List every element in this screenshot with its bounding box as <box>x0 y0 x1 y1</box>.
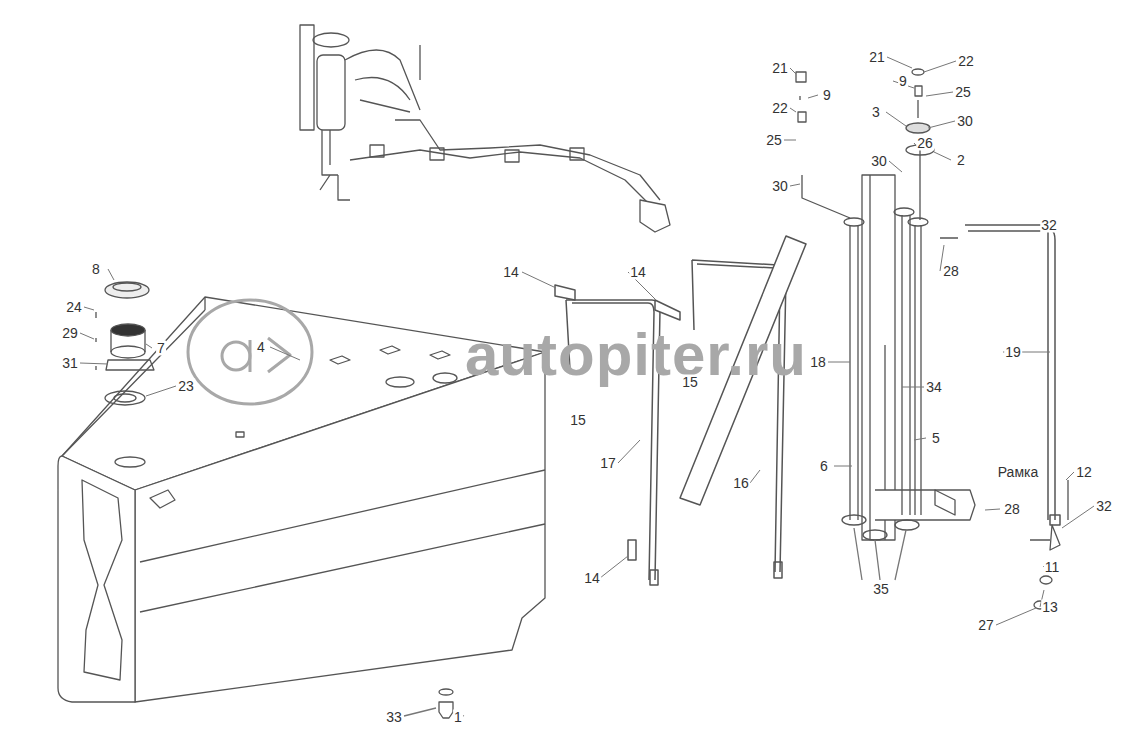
watermark-logo <box>188 300 312 404</box>
callout-number: 22 <box>957 54 975 69</box>
callout-number: 9 <box>822 88 832 103</box>
callout-number: 32 <box>1095 499 1113 514</box>
callout-number: 7 <box>156 341 166 356</box>
watermark-text: autopiter.ru <box>465 324 807 386</box>
frame-and-tubes <box>796 69 1068 609</box>
callout-number: 6 <box>819 459 829 474</box>
callout-number: 35 <box>872 582 890 597</box>
callout-number: 29 <box>61 326 79 341</box>
tank-straps <box>555 225 1060 585</box>
callout-number: 33 <box>385 710 403 725</box>
callout-number: 18 <box>809 355 827 370</box>
filter-and-pipes <box>300 25 670 232</box>
callout-number: 31 <box>61 356 79 371</box>
callout-number: 15 <box>569 413 587 428</box>
callout-number: 22 <box>771 101 789 116</box>
callout-number: 30 <box>771 179 789 194</box>
callout-number: 11 <box>1044 560 1061 575</box>
callout-number: 14 <box>502 265 520 280</box>
callout-number: 32 <box>1040 218 1058 233</box>
filler-neck <box>96 282 154 405</box>
callout-number: 8 <box>91 262 101 277</box>
callout-number: 17 <box>599 456 617 471</box>
callout-number: 21 <box>868 50 886 65</box>
callout-number: 28 <box>942 264 960 279</box>
callout-number: 13 <box>1041 600 1059 615</box>
callout-number: 16 <box>732 476 750 491</box>
callout-number: 9 <box>898 74 908 89</box>
leader-lines <box>80 57 1094 625</box>
callout-number: 23 <box>177 379 195 394</box>
callout-number: 30 <box>870 154 888 169</box>
callout-number: 24 <box>65 300 83 315</box>
callout-number: 5 <box>931 431 941 446</box>
callout-number: 27 <box>977 618 995 633</box>
callout-number: 4 <box>256 340 266 355</box>
callout-number: 3 <box>871 105 881 120</box>
callout-number: 26 <box>916 136 934 151</box>
callout-number: 28 <box>1003 502 1021 517</box>
part-name: Рамка <box>997 465 1040 480</box>
callout-number: 14 <box>629 265 647 280</box>
callout-number: 34 <box>925 380 943 395</box>
callout-number: 14 <box>583 571 601 586</box>
callout-number: 25 <box>765 133 783 148</box>
callout-number: 1 <box>453 710 463 725</box>
callout-number: 21 <box>771 61 789 76</box>
callout-number: 19 <box>1004 345 1022 360</box>
callout-number: 30 <box>956 114 974 129</box>
callout-number: 2 <box>956 153 966 168</box>
callout-number: 15 <box>681 375 699 390</box>
callout-number: 12 <box>1075 465 1093 480</box>
callout-number: 25 <box>954 85 972 100</box>
